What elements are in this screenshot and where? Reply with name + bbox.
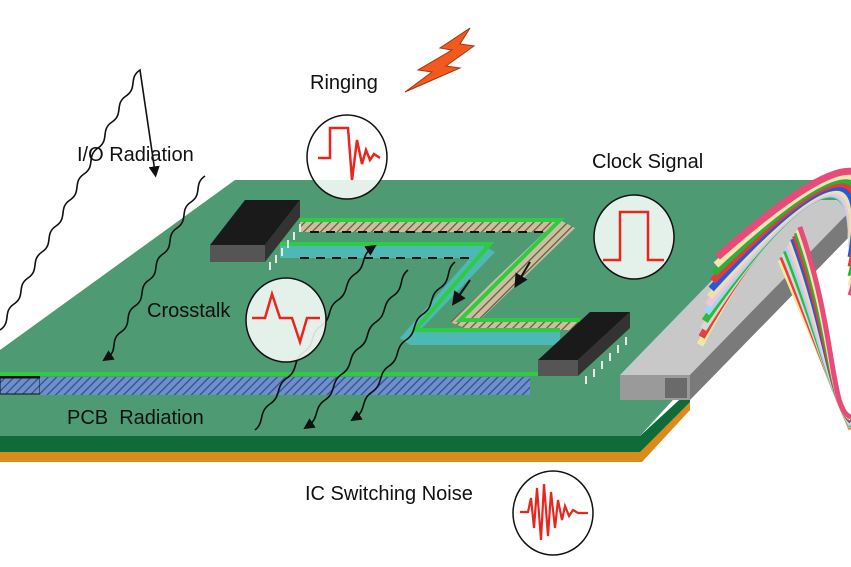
ribbon-cable: [696, 167, 851, 431]
ribbon-wire-drape: [797, 226, 851, 420]
pcb-edge: [0, 390, 690, 452]
ic-chip-bottom-body: [538, 312, 630, 360]
crosstalk-waveform-icon: [245, 277, 327, 363]
ic-chip-top: [210, 200, 301, 270]
clock-trace: [300, 218, 580, 322]
ic-chip-bottom: [538, 312, 630, 384]
victim-trace: [280, 242, 560, 332]
ic-chip-top-body: [210, 200, 300, 245]
pcb-wave-2: [350, 261, 456, 422]
ic-chip-top-side: [210, 245, 265, 262]
lightning-bolt-icon: [404, 27, 476, 93]
ic-chip-bottom-pins: [585, 337, 627, 384]
clock-signal-label: Clock Signal: [592, 151, 704, 173]
ribbon-wire: [715, 167, 851, 296]
ic-chip-top-pins: [269, 224, 301, 270]
ringing-label: Ringing: [310, 72, 378, 94]
ic-switching-noise-label: IC Switching Noise: [305, 483, 473, 505]
pcb-trace-strip: [40, 377, 530, 395]
io-radiation-label: I/O Radiation: [77, 144, 194, 166]
io-cable-hatch: [0, 377, 41, 395]
ic-chip-bottom-side: [538, 360, 578, 376]
io-radiation-waves: [0, 68, 206, 362]
io-cable: [0, 374, 41, 395]
crosstalk-label: Crosstalk: [147, 300, 231, 322]
ic-chip-bottom-end: [578, 312, 630, 376]
connector-plug: [665, 378, 687, 398]
coupling-arrow-2: [514, 261, 531, 289]
ic-chip-top-end: [265, 200, 300, 262]
ic-switching-noise-waveform-icon: [512, 470, 594, 556]
pcb-wave-3: [303, 269, 409, 430]
io-wave-1: [0, 68, 160, 331]
pcb-radiation-label: PCB Radiation: [67, 407, 204, 429]
ribbon-wire: [711, 176, 851, 277]
ringing-waveform-icon: [306, 114, 388, 200]
io-wave-2: [102, 175, 206, 362]
coupling-arrow-1: [451, 279, 471, 306]
clock-signal-waveform-icon: [593, 194, 675, 280]
clock-trace-group: [280, 218, 580, 345]
ribbon-wire: [713, 172, 851, 286]
